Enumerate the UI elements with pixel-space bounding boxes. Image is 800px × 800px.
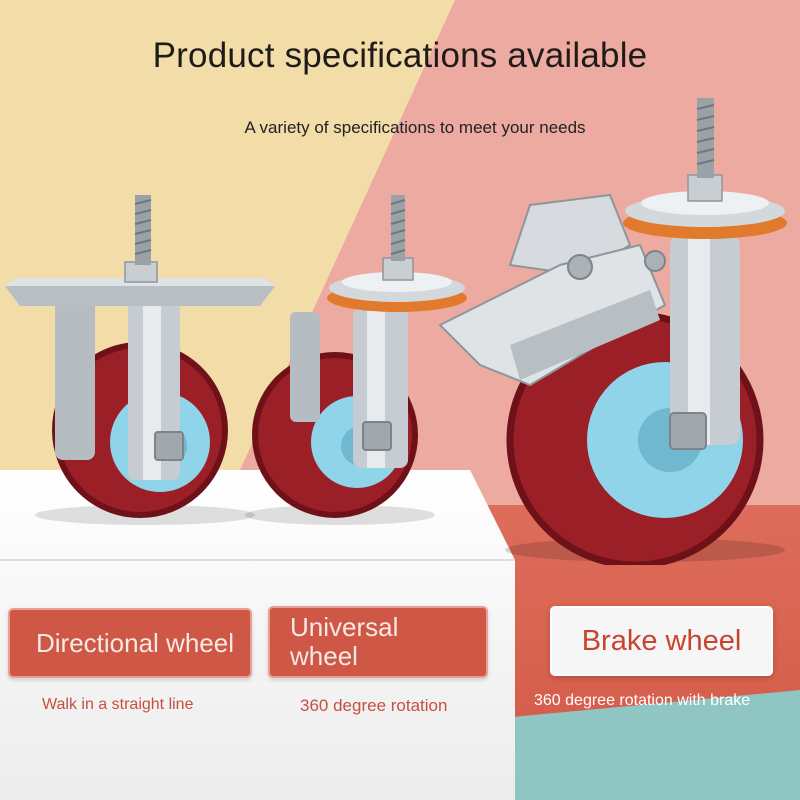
white-platform bbox=[0, 470, 515, 800]
directional-caster-wheel-icon bbox=[5, 195, 275, 525]
product-name-line-2: wheel bbox=[290, 641, 358, 671]
product-name: Directional wheel bbox=[36, 627, 234, 658]
teal-platform bbox=[480, 690, 800, 800]
page-subtitle: A variety of specifications to meet your… bbox=[244, 118, 586, 137]
product-description: 360 degree rotation bbox=[300, 696, 448, 715]
product-label-directional-wheel: Directional wheel bbox=[8, 608, 252, 678]
page-title: Product specifications available bbox=[152, 36, 648, 75]
product-description: 360 degree rotation with brake bbox=[534, 692, 751, 709]
product-name-line-1: Universal bbox=[290, 612, 399, 642]
universal-caster-wheel-icon bbox=[245, 195, 467, 525]
product-description: Walk in a straight line bbox=[42, 696, 194, 713]
product-label-brake-wheel: Brake wheel bbox=[550, 606, 773, 676]
brake-caster-wheel-icon bbox=[438, 98, 787, 565]
product-label-universal-wheel: Universal wheel bbox=[268, 606, 488, 678]
product-name: Brake wheel bbox=[581, 624, 742, 657]
